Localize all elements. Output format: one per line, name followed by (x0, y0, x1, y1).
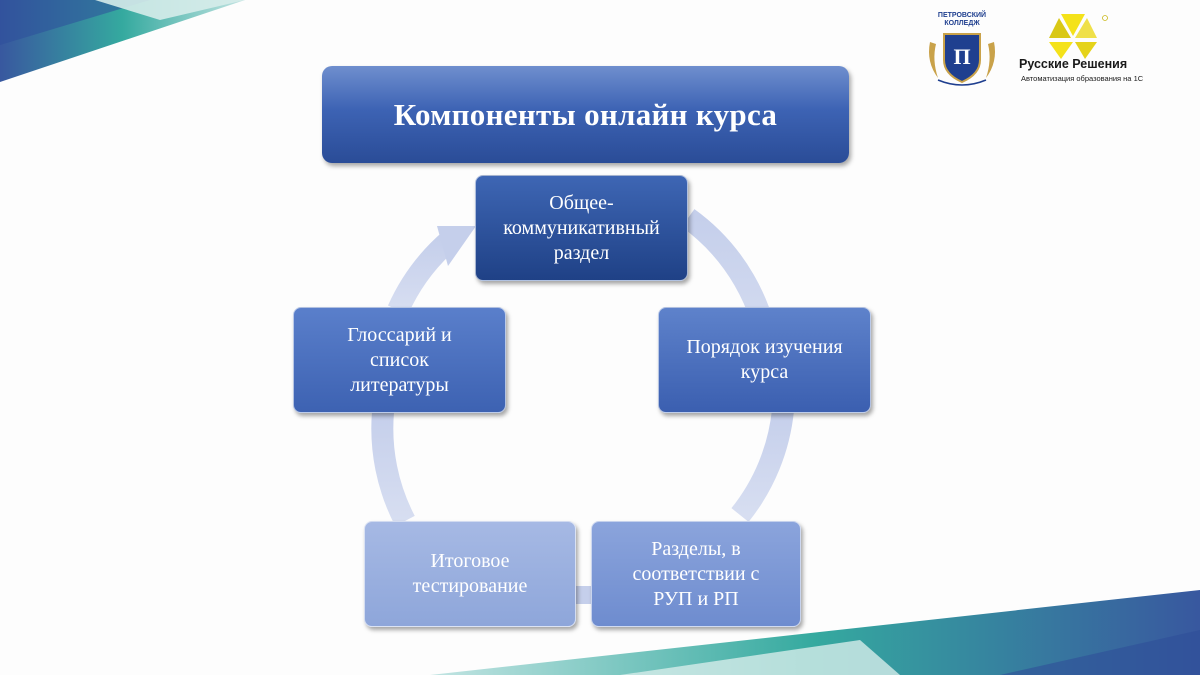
college-logo: П (929, 33, 995, 86)
arrow-segment-5 (387, 231, 458, 315)
node-study-order: Порядок изучения курса (658, 307, 871, 413)
arrow-segment-3 (572, 586, 596, 604)
brand-tagline: Автоматизация образования на 1С (1021, 74, 1144, 83)
node-final-testing: Итоговое тестирование (364, 521, 576, 627)
node-sections: Разделы, в соответствии с РУП и РП (591, 521, 801, 627)
svg-text:П: П (953, 44, 970, 69)
node-label-line: Порядок изучения (686, 336, 843, 358)
node-label-line: Общее- (549, 191, 614, 214)
page-title: Компоненты онлайн курса (393, 96, 778, 132)
node-label-line: курса (740, 361, 789, 383)
node-label-line: литературы (350, 373, 449, 396)
brand-name: Русские Решения (1019, 57, 1128, 71)
node-label-line: раздел (553, 241, 610, 264)
node-label-line: Глоссарий и (347, 323, 452, 346)
title-box: Компоненты онлайн курса (322, 66, 849, 163)
arrow-segment-4 (371, 411, 415, 527)
arrow-segment-2 (731, 408, 794, 522)
node-label-line: РУП и РП (653, 587, 739, 610)
node-label-line: список (370, 348, 429, 371)
node-label-line: соответствии с (632, 562, 760, 585)
college-logo-caption: ПЕТРОВСКИЙ КОЛЛЕДЖ (937, 12, 987, 27)
node-label-line: тестирование (412, 575, 528, 597)
brand-logo (1049, 14, 1108, 59)
arrow-head (437, 226, 476, 266)
node-label-line: Разделы, в (651, 537, 741, 560)
node-label-line: коммуникативный (503, 216, 660, 239)
node-label-line: Итоговое (430, 550, 510, 572)
node-general-communicative: Общее- коммуникативный раздел (475, 175, 688, 281)
node-glossary: Глоссарий и список литературы (293, 307, 506, 413)
